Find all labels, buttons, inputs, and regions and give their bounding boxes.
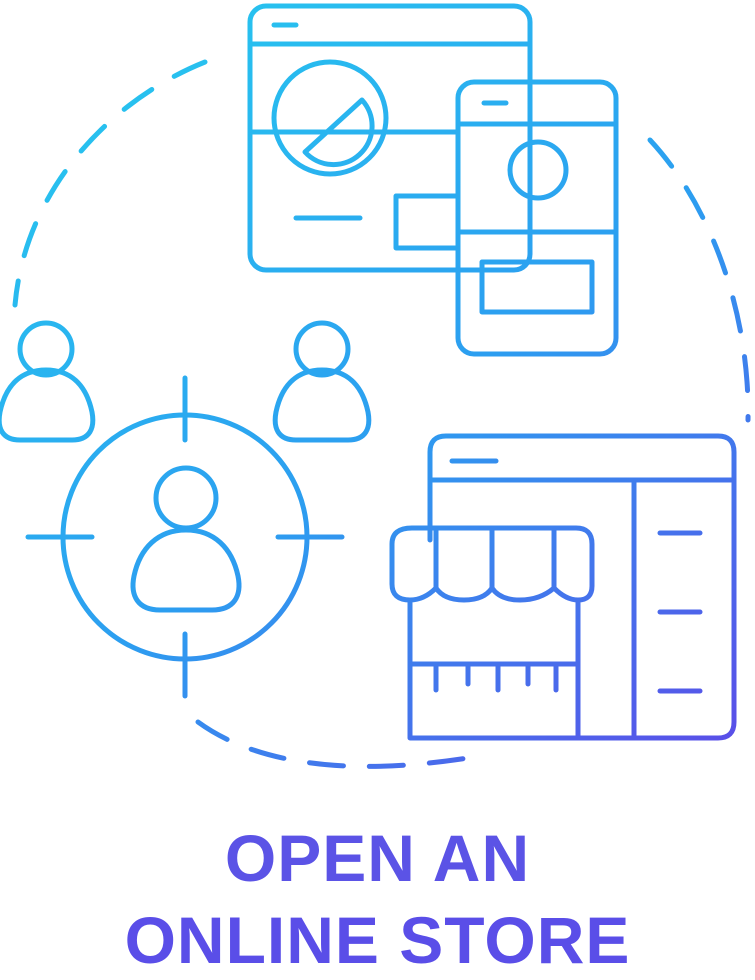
- caption-line-2: ONLINE STORE: [124, 903, 631, 977]
- caption-line-1: OPEN AN: [224, 821, 531, 895]
- browser-window-icon: [247, 3, 533, 273]
- pie-chart-icon: [271, 59, 389, 177]
- storefront-icon: [389, 525, 595, 741]
- mobile-phone-icon: [455, 79, 619, 357]
- customer-target-icon: [130, 465, 242, 613]
- customer-left-icon: [0, 320, 96, 443]
- dashed-ring: [12, 59, 751, 769]
- open-online-store-illustration: [0, 3, 751, 769]
- target-crosshair-icon: [25, 375, 345, 699]
- customer-right-icon: [272, 320, 372, 443]
- storefront-window-icon: [427, 433, 737, 741]
